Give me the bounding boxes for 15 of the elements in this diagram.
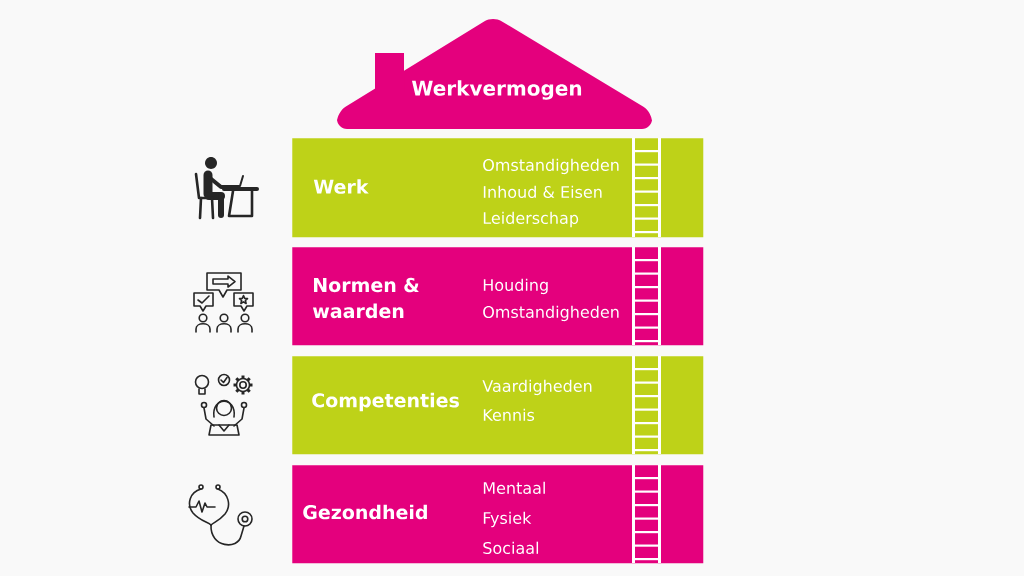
list-item: Leiderschap — [483, 211, 579, 228]
list-item: Mentaal — [483, 481, 545, 495]
house-roof: Werkvermogen — [337, 19, 652, 129]
list-item: Inhoud & Eisen — [483, 185, 602, 199]
list-item: Fysiek — [483, 511, 532, 528]
floor-heading: Normen & waarden — [312, 277, 419, 319]
floor-heading: Competenties — [312, 392, 459, 412]
list-item: Sociaal — [483, 541, 539, 555]
list-item: Omstandigheden — [483, 305, 619, 322]
floor-heading: Gezondheid — [303, 504, 427, 520]
floor-heading: Werk — [313, 179, 369, 194]
list-item: Kennis — [483, 408, 535, 422]
list-item: Vaardigheden — [482, 379, 592, 396]
list-item: Omstandigheden — [483, 158, 619, 175]
list-item: Houding — [483, 278, 548, 295]
